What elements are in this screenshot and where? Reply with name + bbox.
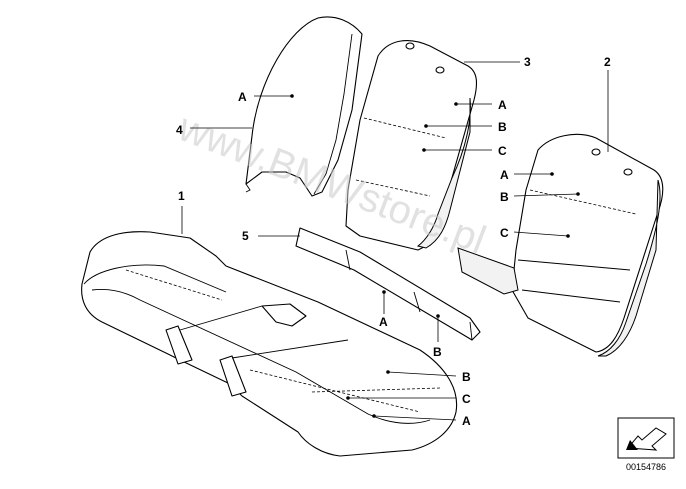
- callout-seat-a: A: [462, 414, 471, 428]
- callout-part2-a: A: [500, 168, 509, 182]
- callout-part3-b: B: [498, 120, 507, 134]
- callout-part5-b: B: [433, 345, 442, 359]
- diagram-code: 00154786: [626, 462, 666, 472]
- part-5-centre-strip: [295, 227, 481, 341]
- part-2-backrest-cover: [457, 133, 664, 357]
- callout-part2-b: B: [500, 190, 509, 204]
- part-4-side-cover: [245, 16, 363, 197]
- callout-part4-a: A: [238, 90, 247, 104]
- callout-part-2: 2: [604, 55, 611, 69]
- callout-part-1: 1: [178, 189, 185, 203]
- leader-lines: [181, 61, 609, 421]
- arrow-view-icon: [626, 427, 667, 451]
- callout-part2-c: C: [500, 226, 509, 240]
- leader-dots: [290, 94, 580, 418]
- callout-part3-a: A: [498, 98, 507, 112]
- callout-part5-a: A: [379, 315, 388, 329]
- callout-part-5: 5: [242, 229, 249, 243]
- callout-part3-c: C: [498, 144, 507, 158]
- diagram-reference: 00154786: [617, 417, 675, 472]
- part-1-seat-cover: [81, 231, 458, 457]
- callout-part-4: 4: [176, 123, 183, 137]
- callout-part-3: 3: [524, 55, 531, 69]
- callout-seat-c: C: [462, 392, 471, 406]
- reference-frame: [617, 417, 675, 459]
- callout-seat-b: B: [462, 370, 471, 384]
- part-3-backrest-cover: [345, 40, 478, 251]
